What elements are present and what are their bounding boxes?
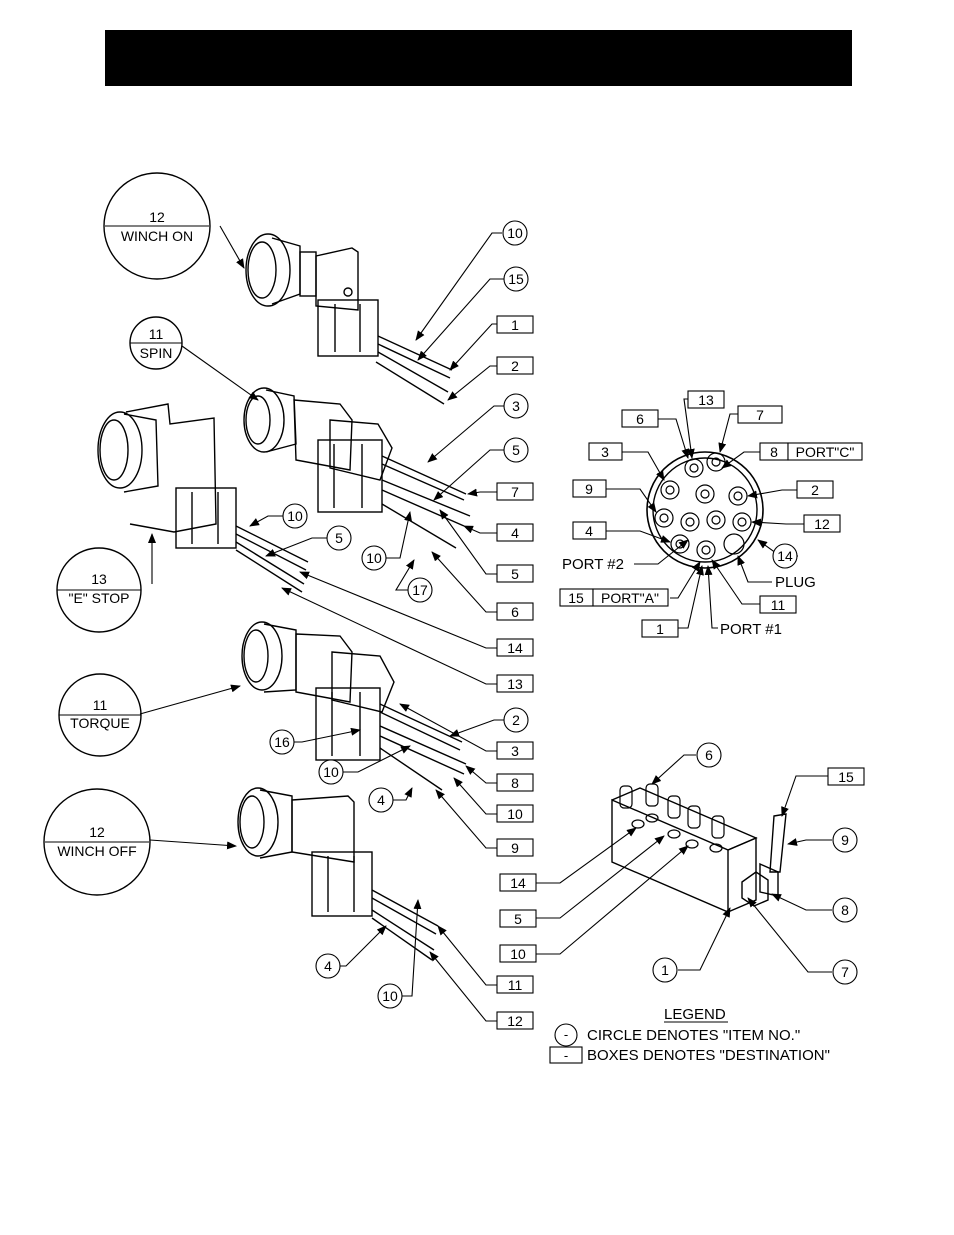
callout-e-stop-num: 13 [91,571,107,587]
dest-box-5: 5 [511,566,519,582]
dest-box-14: 14 [507,640,523,656]
dest-box-7: 7 [756,407,764,423]
port-1-label: PORT #1 [720,621,782,638]
dest-box-1: 1 [656,621,664,637]
plug-label: PLUG [775,574,816,591]
dest-box-1: 1 [511,317,519,333]
item-circle-10: 10 [323,764,339,780]
callout-winch-on: 12 WINCH ON [104,173,210,279]
dest-box-11: 11 [508,977,523,993]
dest-box-12: 12 [814,516,830,532]
dest-box-15: 15 [838,769,854,785]
dest-box-2: 2 [811,482,819,498]
dest-box-2: 2 [511,358,519,374]
dest-box-6: 6 [511,604,519,620]
legend-title: LEGEND [664,1006,726,1023]
item-circle-15: 15 [508,271,524,287]
legend-circle-symbol: - [564,1027,568,1042]
callout-winch-off-label: WINCH OFF [57,843,136,859]
item-circle-5: 5 [335,530,343,546]
item-circle-10: 10 [287,508,303,524]
item-circle-8: 8 [841,902,849,918]
port-c-label: PORT"C" [796,444,855,460]
dest-box-5: 5 [514,911,522,927]
callout-e-stop: 13 "E" STOP [57,548,141,632]
legend-box-symbol: - [564,1048,568,1063]
valve-e-stop [98,404,308,592]
dest-box-11: 11 [771,597,786,613]
callout-spin-num: 11 [149,326,164,342]
dest-box-10: 10 [510,946,526,962]
dest-box-8: 8 [511,775,519,791]
item-circle-2: 2 [512,712,520,728]
dest-box-4: 4 [585,523,593,539]
callout-winch-on-num: 12 [149,209,165,225]
item-circle-10: 10 [382,988,398,1004]
callout-e-stop-label: "E" STOP [68,590,129,606]
callout-winch-on-label: WINCH ON [121,228,193,244]
dest-box-13: 13 [507,676,523,692]
dest-box-9: 9 [585,481,593,497]
item-circle-10: 10 [507,225,523,241]
dest-box-6: 6 [636,411,644,427]
item-circle-1: 1 [661,962,669,978]
item-circle-9: 9 [841,832,849,848]
dest-box-15: 15 [568,590,584,606]
dest-box-3: 3 [511,743,519,759]
manifold-block [612,784,786,912]
dest-box-4: 4 [511,525,519,541]
callout-torque-num: 11 [93,697,108,713]
legend-box-text: BOXES DENOTES "DESTINATION" [587,1047,830,1064]
dest-box-9: 9 [511,840,519,856]
valve-winch-off [238,788,438,960]
callout-winch-off: 12 WINCH OFF [44,789,150,895]
port-a-label: PORT"A" [601,590,659,606]
dest-box-13: 13 [698,392,714,408]
legend-circle-text: CIRCLE DENOTES "ITEM NO." [587,1027,800,1044]
dest-box-14: 14 [510,875,526,891]
dest-box-12: 12 [507,1013,523,1029]
item-circle-5: 5 [512,442,520,458]
item-circle-16: 16 [274,734,290,750]
callout-torque: 11 TORQUE [59,674,141,756]
connector-face [647,452,763,568]
valve-spin [244,388,470,548]
legend: LEGEND - CIRCLE DENOTES "ITEM NO." - BOX… [550,1006,830,1064]
callout-spin: 11 SPIN [130,317,182,369]
item-circle-17: 17 [412,582,428,598]
item-circle-4: 4 [377,792,385,808]
valve-torque [242,622,466,790]
item-circle-10: 10 [366,550,382,566]
dest-box-3: 3 [601,444,609,460]
valve-winch-on [246,234,452,404]
dest-box-8: 8 [770,444,778,460]
item-circle-3: 3 [512,398,520,414]
callout-winch-off-num: 12 [89,824,105,840]
port-2-label: PORT #2 [562,556,624,573]
item-circle-7: 7 [841,964,849,980]
item-circle-4: 4 [324,958,332,974]
item-circle-14: 14 [777,548,793,564]
callout-spin-label: SPIN [140,345,173,361]
dest-box-7: 7 [511,484,519,500]
dest-box-10: 10 [507,806,523,822]
callout-torque-label: TORQUE [70,715,130,731]
item-circle-6: 6 [705,747,713,763]
